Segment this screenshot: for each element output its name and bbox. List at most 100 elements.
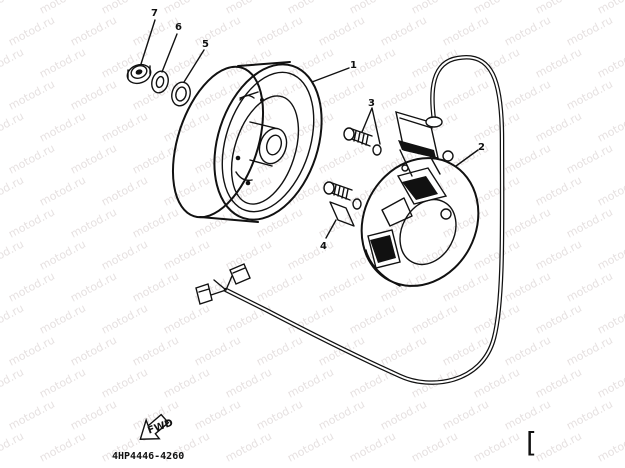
watermark-text: motod.ru	[502, 13, 553, 48]
watermark-text: motod.ru	[254, 13, 305, 48]
watermark-text: motod.ru	[502, 269, 553, 304]
watermark-text: motod.ru	[161, 237, 212, 272]
watermark-text: motod.ru	[595, 301, 625, 336]
watermark-text: motod.ru	[533, 173, 584, 208]
watermark-text: motod.ru	[192, 333, 243, 368]
watermark-text: motod.ru	[0, 237, 26, 272]
stator-part-2	[360, 110, 480, 287]
watermark-text: motod.ru	[99, 365, 150, 400]
watermark-text: motod.ru	[0, 45, 26, 80]
watermark-text: motod.ru	[316, 141, 367, 176]
callout-6: 6	[175, 22, 182, 33]
watermark-text: motod.ru	[192, 397, 243, 432]
watermark-text: motod.ru	[99, 301, 150, 336]
watermark-text: motod.ru	[161, 365, 212, 400]
watermark-text: motod.ru	[533, 45, 584, 80]
watermark-text: motod.ru	[316, 269, 367, 304]
callout-1: 1	[350, 60, 357, 71]
watermark-text: motod.ru	[564, 141, 615, 176]
watermark-text: motod.ru	[68, 269, 119, 304]
watermark-text: motod.ru	[68, 397, 119, 432]
watermark-text: motod.ru	[471, 45, 522, 80]
watermark-text: motod.ru	[223, 237, 274, 272]
watermark-text: motod.ru	[6, 141, 57, 176]
watermark-text: motod.ru	[533, 0, 584, 17]
watermark-text: motod.ru	[378, 333, 429, 368]
watermark-text: motod.ru	[502, 77, 553, 112]
watermark-text: motod.ru	[471, 109, 522, 144]
watermark-text: motod.ru	[68, 13, 119, 48]
watermark-text: motod.ru	[595, 45, 625, 80]
watermark-text: motod.ru	[471, 365, 522, 400]
watermark-text: motod.ru	[6, 333, 57, 368]
watermark-text: motod.ru	[0, 365, 26, 400]
watermark-text: motod.ru	[595, 173, 625, 208]
watermark-text: motod.ru	[130, 269, 181, 304]
watermark-text: motod.ru	[0, 429, 26, 464]
watermark-text: motod.ru	[378, 397, 429, 432]
watermark-text: motod.ru	[37, 237, 88, 272]
watermark-text: motod.ru	[347, 0, 398, 17]
watermark-text: motod.ru	[316, 77, 367, 112]
watermark-text: motod.ru	[285, 109, 336, 144]
connector-plug	[195, 263, 251, 305]
forward-arrow-icon: FWD	[139, 413, 175, 440]
watermark-text: motod.ru	[161, 0, 212, 17]
watermark-text: motod.ru	[471, 429, 522, 464]
watermark-text: motod.ru	[595, 109, 625, 144]
callout-4: 4	[320, 241, 327, 252]
watermark-text: motod.ru	[254, 333, 305, 368]
watermark-text: motod.ru	[316, 397, 367, 432]
watermark-text: motod.ru	[533, 237, 584, 272]
watermark-text: motod.ru	[68, 205, 119, 240]
watermark-text: motod.ru	[6, 205, 57, 240]
watermark-text: motod.ru	[223, 365, 274, 400]
watermark-text: motod.ru	[409, 301, 460, 336]
leader-lines	[140, 19, 479, 239]
watermark-text: motod.ru	[595, 429, 625, 464]
watermark-text: motod.ru	[6, 13, 57, 48]
callout-7: 7	[151, 8, 158, 19]
watermark-text: motod.ru	[533, 109, 584, 144]
watermark-text: motod.ru	[564, 13, 615, 48]
corner-bracket-mark: [	[526, 426, 537, 459]
watermark-text: motod.ru	[471, 173, 522, 208]
watermark-text: motod.ru	[130, 205, 181, 240]
diagram-code: 4HP4446-4260	[112, 451, 184, 462]
watermark-text: motod.ru	[223, 429, 274, 464]
watermark-text: motod.ru	[223, 0, 274, 17]
watermark-text: motod.ru	[0, 109, 26, 144]
watermark-text: motod.ru	[99, 173, 150, 208]
watermark-text: motod.ru	[440, 77, 491, 112]
watermark-text: motod.ru	[161, 301, 212, 336]
watermark-text: motod.ru	[161, 173, 212, 208]
screw-part-4	[323, 181, 362, 227]
callout-3: 3	[368, 98, 375, 109]
watermark-text: motod.ru	[533, 301, 584, 336]
watermark-text: motod.ru	[285, 0, 336, 17]
watermark-text: motod.ru	[37, 173, 88, 208]
watermark-text: motod.ru	[378, 13, 429, 48]
watermark-text: motod.ru	[37, 109, 88, 144]
watermark-text: motod.ru	[285, 237, 336, 272]
wire-harness	[195, 54, 505, 385]
watermark-text: motod.ru	[6, 77, 57, 112]
watermark-text: motod.ru	[0, 0, 26, 17]
watermark-text: motod.ru	[564, 397, 615, 432]
screw-part-3	[343, 127, 382, 156]
watermark-text: motod.ru	[37, 429, 88, 464]
watermark-text: motod.ru	[99, 237, 150, 272]
watermark-text: motod.ru	[378, 269, 429, 304]
watermark-text: motod.ru	[37, 365, 88, 400]
watermark-text: motod.ru	[130, 333, 181, 368]
watermark-text: motod.ru	[37, 45, 88, 80]
watermark-text: motod.ru	[254, 269, 305, 304]
watermark-text: motod.ru	[316, 13, 367, 48]
watermark-text: motod.ru	[502, 205, 553, 240]
watermark-text: motod.ru	[347, 301, 398, 336]
watermark-text: motod.ru	[471, 0, 522, 17]
watermark-text: motod.ru	[0, 173, 26, 208]
watermark-text: motod.ru	[564, 333, 615, 368]
